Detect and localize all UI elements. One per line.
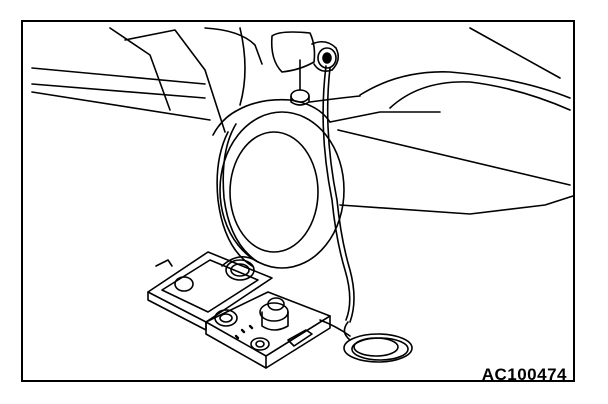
tester-hose — [319, 65, 413, 363]
car-body — [31, 27, 574, 215]
figure-code: AC100474 — [481, 365, 567, 384]
leak-tester-case — [147, 251, 331, 369]
illustration-frame — [21, 20, 575, 382]
rear-tire — [216, 111, 345, 269]
fuel-cap — [290, 59, 310, 106]
fuel-filler-door — [270, 31, 340, 73]
